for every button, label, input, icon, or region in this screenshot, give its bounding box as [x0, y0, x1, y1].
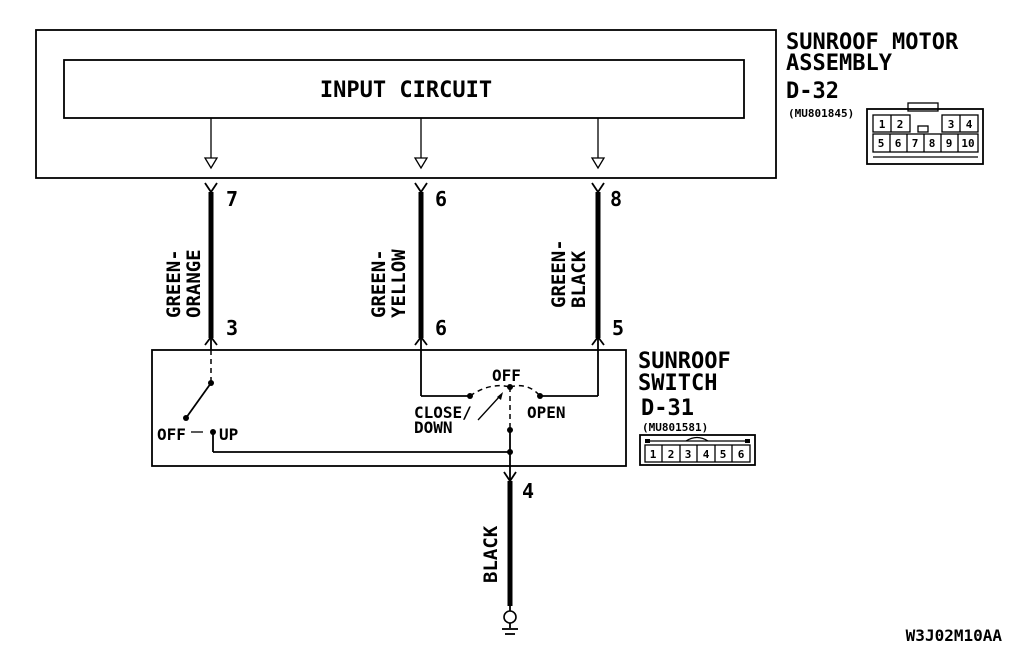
- wire-green-yellow: [414, 182, 428, 350]
- wire3-motor-pin: 8: [610, 187, 622, 211]
- d32-pin-9: 9: [946, 137, 953, 150]
- wire-green-orange: [204, 182, 218, 350]
- left-up-label: UP: [219, 425, 238, 444]
- switch-title-line1: SUNROOF: [638, 349, 731, 374]
- figure-code: W3J02M10AA: [906, 626, 1003, 645]
- wire2-motor-pin: 6: [435, 187, 447, 211]
- motor-title-line2: ASSEMBLY: [786, 51, 893, 76]
- wire-green-black: [591, 182, 605, 350]
- d31-pin-4: 4: [703, 448, 710, 461]
- motor-assembly-box: [35, 29, 777, 179]
- wire2-color-line2: YELLOW: [388, 249, 410, 318]
- input-circuit-box: [63, 59, 745, 119]
- center-off-label: OFF: [492, 366, 521, 385]
- switch-connector-id: D-31: [641, 396, 694, 421]
- wire3-switch-pin: 5: [612, 316, 624, 340]
- d32-pin-6: 6: [895, 137, 902, 150]
- d32-pin-5: 5: [878, 137, 885, 150]
- wire1-motor-pin: 7: [226, 187, 238, 211]
- right-switch-contacts: [420, 350, 599, 466]
- d32-pin-7: 7: [912, 137, 919, 150]
- wire2-switch-pin: 6: [435, 316, 447, 340]
- switch-box: [151, 349, 627, 467]
- d31-pin-1: 1: [650, 448, 657, 461]
- d32-pin-3: 3: [948, 118, 955, 131]
- wire1-color-line2: ORANGE: [183, 249, 205, 318]
- wire2-color-line1: GREEN-: [368, 249, 390, 318]
- ground-pin: 4: [522, 479, 534, 503]
- motor-connector-d32: 1 2 3 4 5 6 7 8 9 10: [866, 102, 984, 165]
- wire3-color-line1: GREEN-: [548, 239, 570, 308]
- d32-pin-2: 2: [897, 118, 904, 131]
- close-down-label-line1: CLOSE/: [414, 403, 472, 422]
- close-down-label-line2: DOWN: [414, 418, 453, 437]
- left-off-label: OFF: [157, 425, 186, 444]
- switch-part-number: (MU801581): [642, 421, 708, 434]
- d31-pin-6: 6: [738, 448, 745, 461]
- wire1-color-line1: GREEN-: [163, 249, 185, 318]
- wire1-switch-pin: 3: [226, 316, 238, 340]
- d32-pin-1: 1: [879, 118, 886, 131]
- d31-pin-3: 3: [685, 448, 692, 461]
- motor-title-line1: SUNROOF MOTOR: [786, 30, 959, 55]
- switch-connector-d31: 1 2 3 4 5 6: [639, 434, 756, 466]
- input-arrows: [203, 118, 606, 170]
- wire3-color-line2: BLACK: [568, 250, 590, 308]
- motor-part-number: (MU801845): [788, 107, 854, 120]
- d31-pin-5: 5: [720, 448, 727, 461]
- d32-pin-4: 4: [966, 118, 973, 131]
- ground-wire-color: BLACK: [480, 525, 502, 583]
- input-circuit-label: INPUT CIRCUIT: [320, 78, 492, 103]
- d32-pin-10: 10: [961, 137, 974, 150]
- ground-wire: [502, 466, 518, 635]
- switch-title-line2: SWITCH: [638, 371, 717, 396]
- left-switch-contacts: [183, 350, 510, 453]
- d32-pin-8: 8: [929, 137, 936, 150]
- d31-pin-2: 2: [668, 448, 675, 461]
- motor-connector-id: D-32: [786, 79, 839, 104]
- open-label: OPEN: [527, 403, 566, 422]
